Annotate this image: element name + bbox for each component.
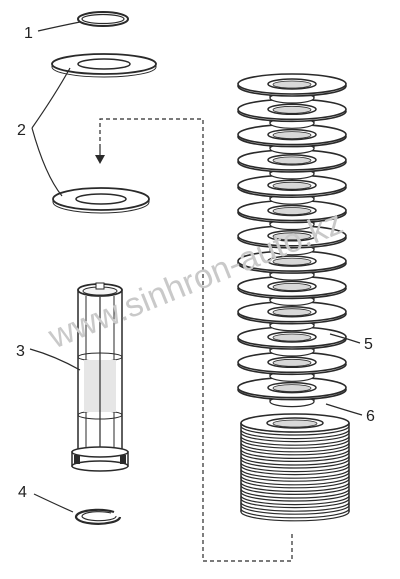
stack-disc	[237, 98, 347, 129]
stack-disc	[237, 73, 347, 104]
compressed-stack-body	[240, 413, 350, 522]
part-3-filter-cage	[71, 282, 129, 472]
stack-disc	[237, 123, 347, 155]
part-5-disc-stack	[237, 73, 347, 408]
callout-4: 4	[18, 484, 27, 501]
leader-lines	[29, 21, 363, 513]
stack-disc	[237, 300, 347, 332]
callout-3: 3	[16, 343, 25, 360]
stack-disc	[237, 351, 347, 382]
part-2-washer-lower	[52, 187, 150, 214]
stack-disc	[237, 149, 347, 180]
stack-disc	[237, 275, 347, 306]
stack-disc	[237, 174, 347, 205]
stack-disc	[237, 225, 347, 256]
part-1-ring	[77, 11, 129, 27]
arrow-down-icon	[95, 148, 105, 164]
stack-disc	[237, 326, 347, 357]
stack-disc	[237, 376, 347, 408]
part-4-snap-ring	[74, 508, 122, 525]
stack-disc	[237, 199, 347, 231]
callout-2: 2	[17, 122, 26, 139]
part-6-compressed-stack	[240, 413, 350, 522]
part-2-washer-upper	[51, 53, 157, 78]
assembly-path	[99, 118, 293, 562]
callout-1: 1	[24, 25, 33, 42]
callout-5: 5	[364, 336, 373, 353]
callout-6: 6	[366, 408, 375, 425]
